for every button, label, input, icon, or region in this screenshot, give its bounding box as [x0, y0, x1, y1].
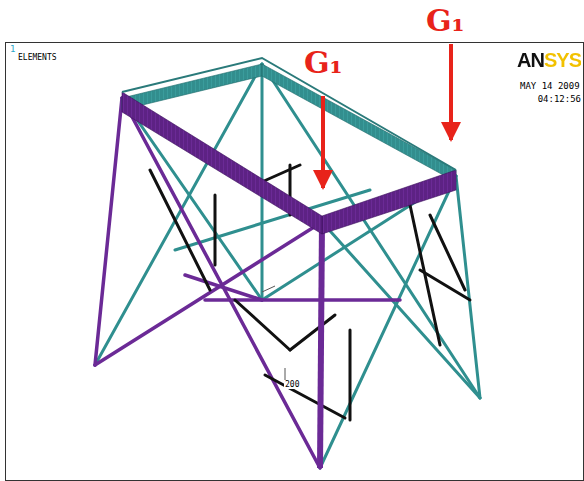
time-stamp: 04:12:56 — [538, 95, 581, 104]
load-label: G₁ — [426, 6, 465, 36]
date-stamp: MAY 14 2009 — [520, 82, 580, 91]
load-label: G₁ — [304, 48, 343, 78]
window-number: 1 — [10, 45, 15, 54]
plot-type: ELEMENTS — [18, 54, 57, 62]
axis-label: 200 — [284, 381, 300, 389]
ansys-logo: ANSYS — [517, 50, 581, 70]
